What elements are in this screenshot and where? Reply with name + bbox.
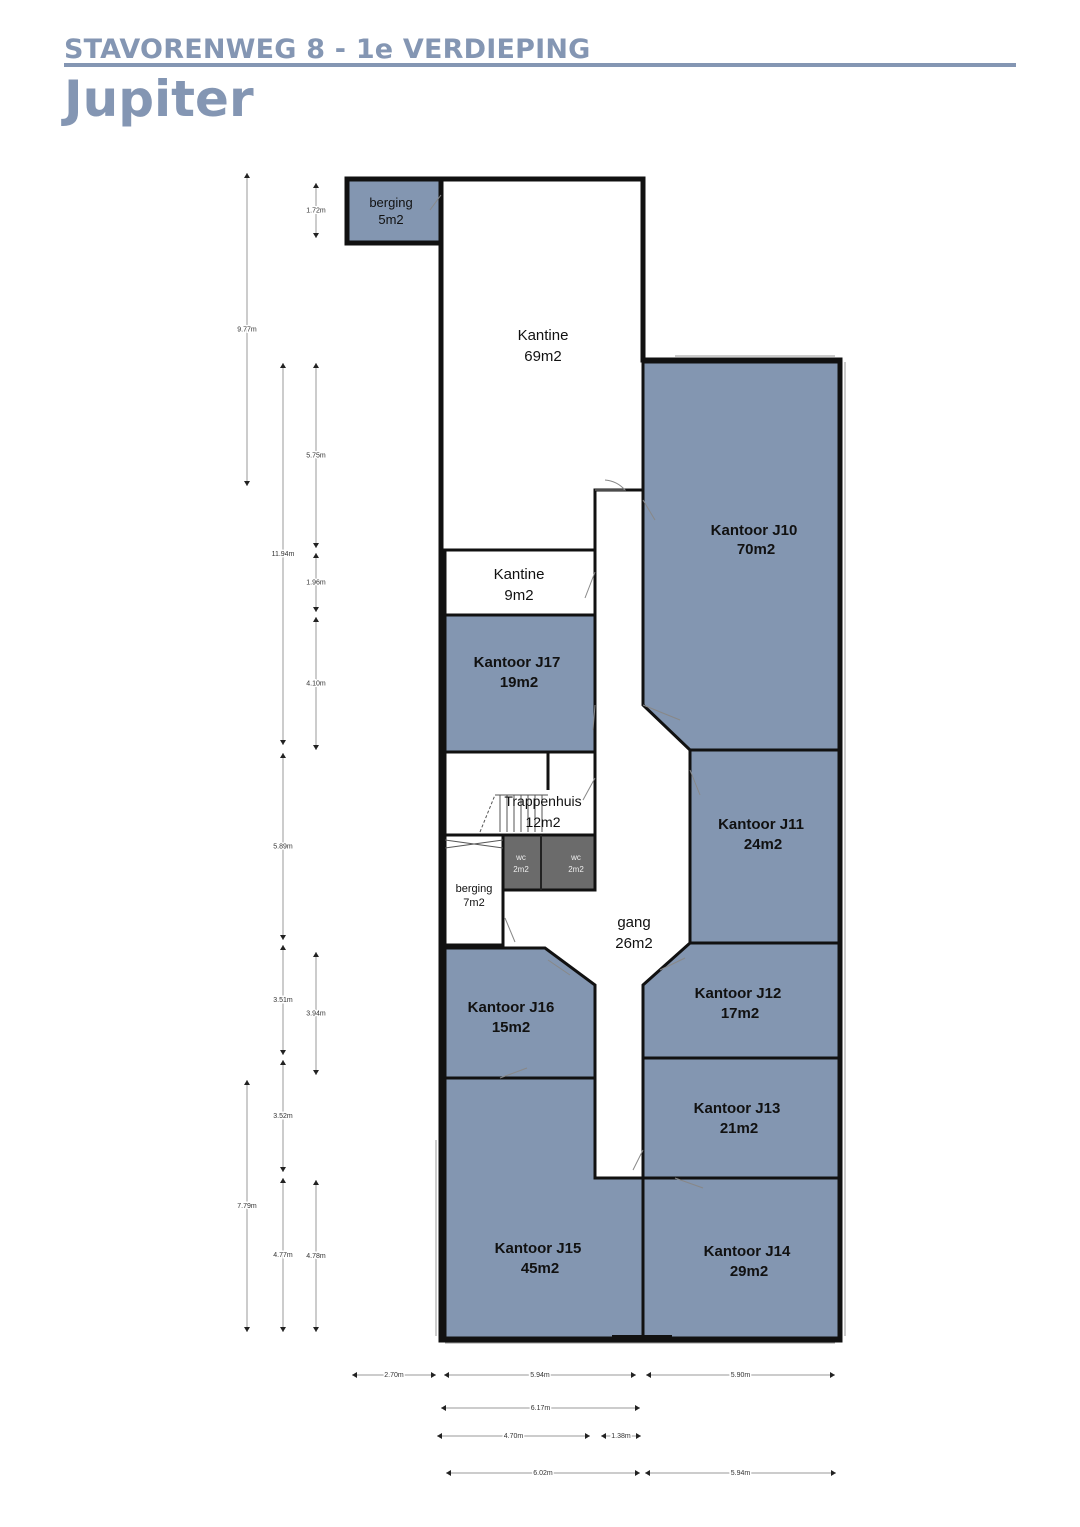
dimension-label: 11.94m (272, 551, 295, 558)
kantine-big-name: Kantine (518, 327, 569, 344)
j16-area: 15m2 (492, 1019, 530, 1036)
room-labels: berging 5m2 Kantine 69m2 Kantine 9m2 Kan… (369, 195, 804, 1280)
dimension-label: 1.38m (611, 1433, 631, 1440)
dimension-label: 5.94m (731, 1470, 751, 1477)
j12-area: 17m2 (721, 1005, 759, 1022)
room-kantine-small[interactable] (443, 548, 597, 617)
dimension-label: 4.10m (306, 681, 326, 688)
building-floor-subtitle: STAVORENWEG 8 - 1e VERDIEPING (64, 34, 591, 65)
dimension-label: 3.94m (306, 1011, 326, 1018)
room-j13[interactable] (641, 1056, 842, 1180)
room-berging-top[interactable] (344, 176, 444, 246)
dimension-label: 5.89m (273, 844, 293, 851)
room-j15[interactable] (443, 1076, 645, 1340)
j15-name: Kantoor J15 (495, 1240, 582, 1257)
j13-name: Kantoor J13 (694, 1100, 781, 1117)
j13-area: 21m2 (720, 1120, 758, 1137)
j16-name: Kantoor J16 (468, 999, 555, 1016)
dimension-lines: 9.77m 7.79m 11.94m 5.89m 3.51m 3.52m 4.77m 1.72… (236, 173, 836, 1479)
berging-top-area: 5m2 (378, 212, 403, 227)
dimension-label: 3.51m (273, 997, 293, 1004)
kantine-small-area: 9m2 (504, 587, 533, 604)
header-rule (64, 63, 1016, 67)
dimension-label: 5.90m (731, 1372, 751, 1379)
dimension-label: 5.75m (306, 453, 326, 460)
room-j16[interactable] (443, 946, 597, 1080)
j11-name: Kantoor J11 (718, 816, 804, 833)
page-title: Jupiter (64, 70, 254, 128)
dimension-label: 6.02m (533, 1470, 553, 1477)
berging-top-name: berging (369, 195, 412, 210)
kantine-small-name: Kantine (494, 566, 545, 583)
kantine-big-area: 69m2 (524, 348, 562, 365)
door-icons (429, 194, 704, 1189)
dimension-label: 4.77m (273, 1252, 293, 1259)
staircase-icon (444, 794, 548, 849)
j10-area: 70m2 (737, 541, 775, 558)
berging-mid-name: berging (456, 883, 493, 895)
dimension-label: 9.77m (237, 327, 257, 334)
outer-walls (438, 176, 843, 1343)
wc2-name: wc (570, 853, 581, 862)
trappenhuis-name: Trappenhuis (504, 793, 581, 809)
gang-area: 26m2 (615, 935, 653, 952)
j15-area: 45m2 (521, 1260, 559, 1277)
windows (435, 355, 846, 1344)
room-berging-mid[interactable] (443, 833, 505, 947)
j17-name: Kantoor J17 (474, 654, 561, 671)
j12-name: Kantoor J12 (695, 985, 782, 1002)
berging-mid-area: 7m2 (463, 897, 484, 909)
dimension-label: 1.72m (306, 208, 326, 215)
j14-name: Kantoor J14 (704, 1243, 791, 1260)
j11-area: 24m2 (744, 836, 782, 853)
dimension-label: 3.52m (273, 1113, 293, 1120)
wc2-area: 2m2 (568, 865, 584, 874)
wc1-name: wc (515, 853, 526, 862)
dimension-label: 5.94m (530, 1372, 550, 1379)
dimension-label: 6.17m (531, 1405, 551, 1412)
j14-area: 29m2 (730, 1263, 768, 1280)
dimension-label: 2.70m (384, 1372, 404, 1379)
dimension-label: 4.70m (504, 1433, 524, 1440)
dimension-label: 4.78m (306, 1253, 326, 1260)
gang-name: gang (617, 914, 650, 931)
trappenhuis-area: 12m2 (525, 814, 560, 830)
dimension-label: 7.79m (237, 1203, 257, 1210)
wc1-area: 2m2 (513, 865, 529, 874)
j10-name: Kantoor J10 (711, 522, 798, 539)
room-j11[interactable] (688, 748, 842, 945)
j17-area: 19m2 (500, 674, 538, 691)
room-wc[interactable] (501, 833, 597, 892)
room-j14[interactable] (641, 1176, 842, 1340)
dimension-label: 1.96m (306, 580, 326, 587)
